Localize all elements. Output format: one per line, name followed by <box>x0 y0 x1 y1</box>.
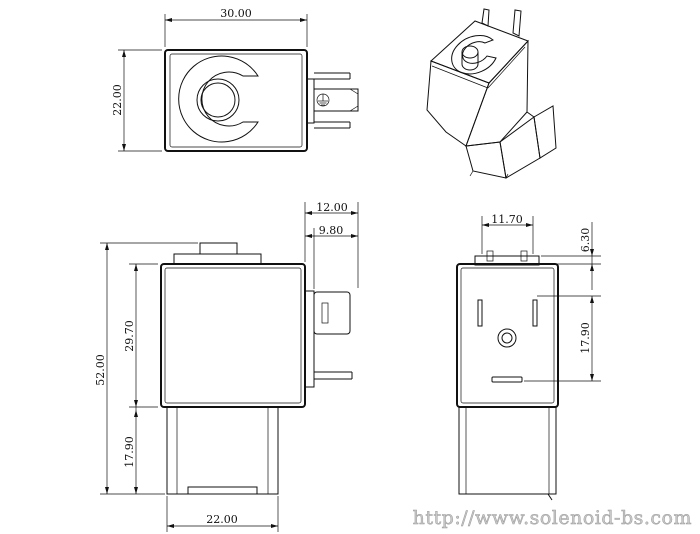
dim-pin-spacing: 11.70 <box>491 213 523 226</box>
top-view-terminal-base <box>306 78 315 124</box>
dim-terminal-total: 12.00 <box>316 201 348 214</box>
side-pin-right <box>532 299 538 327</box>
front-knob <box>199 242 238 255</box>
dim-terminal-inner: 9.80 <box>319 224 344 237</box>
top-view-body <box>164 49 308 152</box>
dim-base-height: 17.90 <box>123 436 136 468</box>
side-bottom-slot <box>491 376 523 383</box>
dim-top-offset: 6.30 <box>579 228 592 253</box>
side-center-hole-outer <box>497 328 517 348</box>
watermark: http://www.solenoid-bs.com <box>413 507 692 529</box>
side-center-hole-inner <box>501 332 513 344</box>
side-view: 11.70 6.30 17.90 <box>456 213 601 501</box>
top-view-c-ring <box>178 55 259 143</box>
front-base <box>166 406 279 495</box>
iso-base-right <box>499 116 541 179</box>
top-view: 30.00 22.00 <box>111 7 359 152</box>
iso-knob-top <box>461 45 479 59</box>
front-view: 12.00 9.80 52.00 29.70 17.90 22.00 <box>94 201 359 532</box>
dim-coil-height: 29.70 <box>123 320 136 352</box>
dim-pin-height: 17.90 <box>579 322 592 354</box>
iso-c-ring <box>451 35 497 75</box>
ground-symbol-icon <box>316 93 330 107</box>
iso-left-face <box>426 60 490 147</box>
top-view-spade-terminal <box>313 88 359 112</box>
top-view-body-inner <box>169 53 303 148</box>
front-bottom-lip <box>187 486 258 495</box>
iso-right-face <box>465 39 529 147</box>
side-pin-left <box>477 299 483 327</box>
dim-base-width: 22.00 <box>206 513 238 526</box>
front-spade-terminal <box>313 291 351 335</box>
top-view-core-outer <box>196 78 240 122</box>
top-view-core-inner <box>200 82 236 118</box>
side-coil-body <box>456 263 559 408</box>
dim-total-height: 52.00 <box>94 354 107 386</box>
front-terminal-base <box>304 290 315 388</box>
dim-top-height: 22.00 <box>111 84 124 116</box>
dim-top-width: 30.00 <box>220 7 252 20</box>
front-cap <box>173 253 262 265</box>
front-coil-body <box>160 263 306 408</box>
side-base <box>458 406 557 495</box>
iso-view <box>426 8 557 179</box>
